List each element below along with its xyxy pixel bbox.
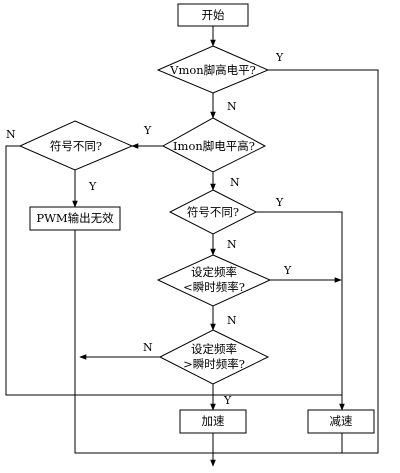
edge-mid-sign-yes [256, 211, 345, 411]
imon-decision [161, 117, 267, 173]
edge-vmon-yes [213, 69, 379, 454]
vmon-yes-label: Y [275, 51, 284, 64]
left-sign-no-label: N [6, 128, 16, 141]
imon-decision-label: Imon脚电平高? [173, 139, 255, 153]
pwm-invalid-label: PWM输出无效 [36, 211, 114, 225]
accelerate-label: 加速 [202, 414, 225, 428]
edge-labels: Y N Y N Y N Y N Y N N Y [6, 51, 292, 407]
mid-sign-yes-label: Y [275, 196, 284, 209]
accelerate-box [179, 409, 247, 434]
start-box [177, 3, 249, 27]
lt-no-label: N [227, 314, 237, 327]
vmon-decision-label: Vmon脚高电平? [169, 63, 256, 77]
edge-left-sign-no [5, 145, 342, 396]
start-label: 开始 [202, 8, 225, 22]
nodes: 开始 Vmon脚高电平? Imon脚电平高? 符号不同? PWM输出无效 符号不… [18, 3, 375, 434]
left-sign-decision-label: 符号不同? [50, 139, 102, 153]
edge-pwm-to-end [74, 230, 213, 454]
gt-yes-label: Y [223, 394, 232, 407]
mid-sign-decision [168, 189, 258, 235]
set-lt-inst-label-line2: <瞬时频率? [183, 280, 245, 294]
gt-no-label: N [143, 341, 153, 354]
set-gt-inst-decision [158, 329, 270, 385]
vmon-decision [156, 45, 270, 94]
vmon-no-label: N [227, 100, 237, 113]
left-sign-decision [18, 120, 134, 171]
left-sign-yes-label: Y [88, 180, 97, 193]
decelerate-label: 减速 [330, 414, 353, 428]
decelerate-box [307, 409, 375, 434]
connectors [5, 26, 379, 467]
set-gt-inst-label-line2: >瞬时频率? [183, 357, 245, 371]
lt-yes-label: Y [283, 264, 292, 277]
mid-sign-decision-label: 符号不同? [187, 205, 239, 219]
imon-yes-label: Y [143, 124, 152, 137]
mid-sign-no-label: N [227, 238, 237, 251]
set-gt-inst-label-line1: 设定频率 [191, 342, 237, 356]
set-lt-inst-label-line1: 设定频率 [191, 265, 237, 279]
imon-no-label: N [230, 176, 240, 189]
pwm-invalid-box [29, 206, 121, 231]
set-lt-inst-decision [156, 254, 272, 307]
